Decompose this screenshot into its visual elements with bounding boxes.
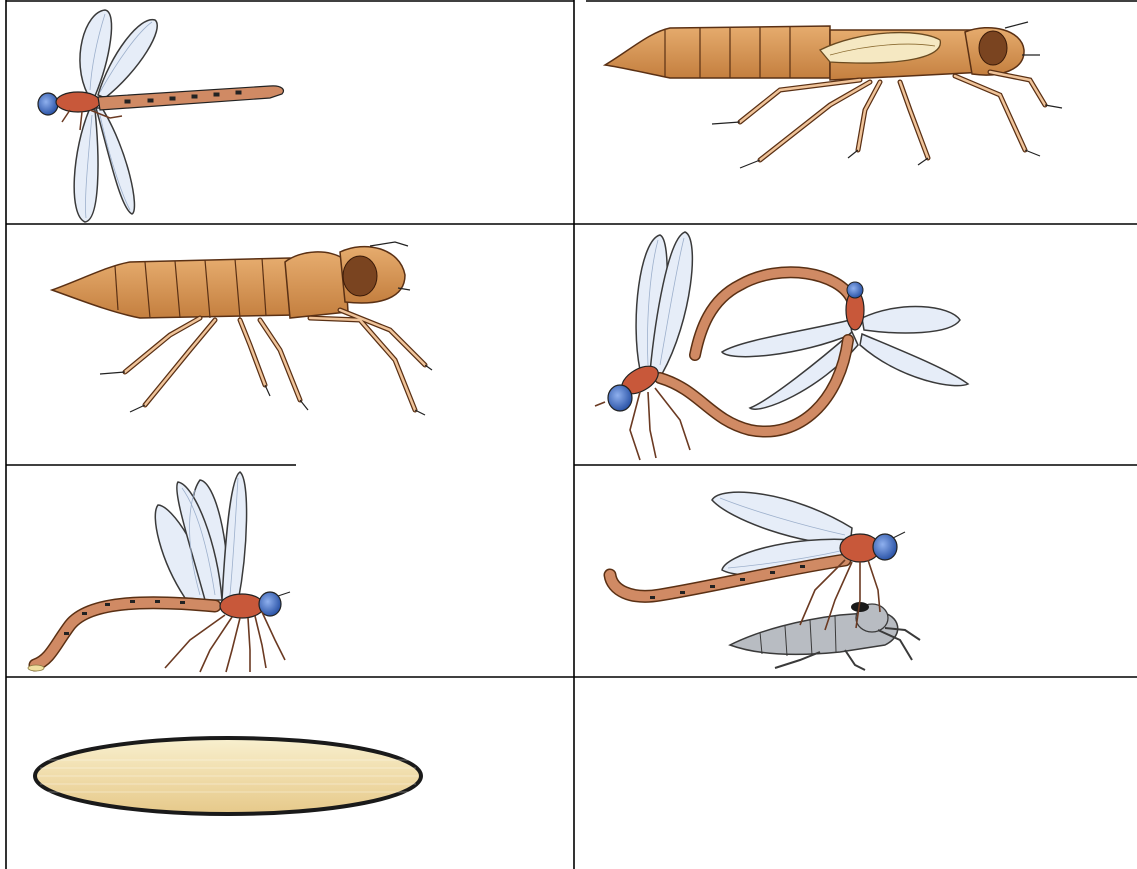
larva-eye — [343, 256, 377, 296]
empty-cell — [576, 679, 1136, 868]
egg-icon — [35, 738, 421, 814]
dragonfly-nymph-icon — [52, 242, 432, 415]
nymph-eye — [979, 31, 1007, 65]
forewing-lower — [74, 108, 98, 222]
mating-dragonflies-icon — [595, 232, 968, 460]
egg-laying-dragonfly-icon — [28, 472, 290, 672]
male-forewing-right — [862, 306, 960, 333]
emerging-dragonfly-icon — [610, 492, 920, 670]
laying-thorax — [220, 594, 264, 618]
female-head — [608, 385, 632, 411]
male-head — [847, 282, 863, 298]
nymph-abdomen — [605, 26, 830, 78]
male-hindwing-right — [860, 334, 968, 386]
head — [38, 93, 58, 115]
larva-abdomen — [52, 258, 295, 318]
dragonfly-top-view-icon — [38, 10, 284, 222]
laying-eggs — [28, 665, 44, 671]
nymph-with-wing-buds-icon — [605, 22, 1062, 168]
thorax — [56, 92, 100, 112]
abdomen — [98, 86, 284, 110]
